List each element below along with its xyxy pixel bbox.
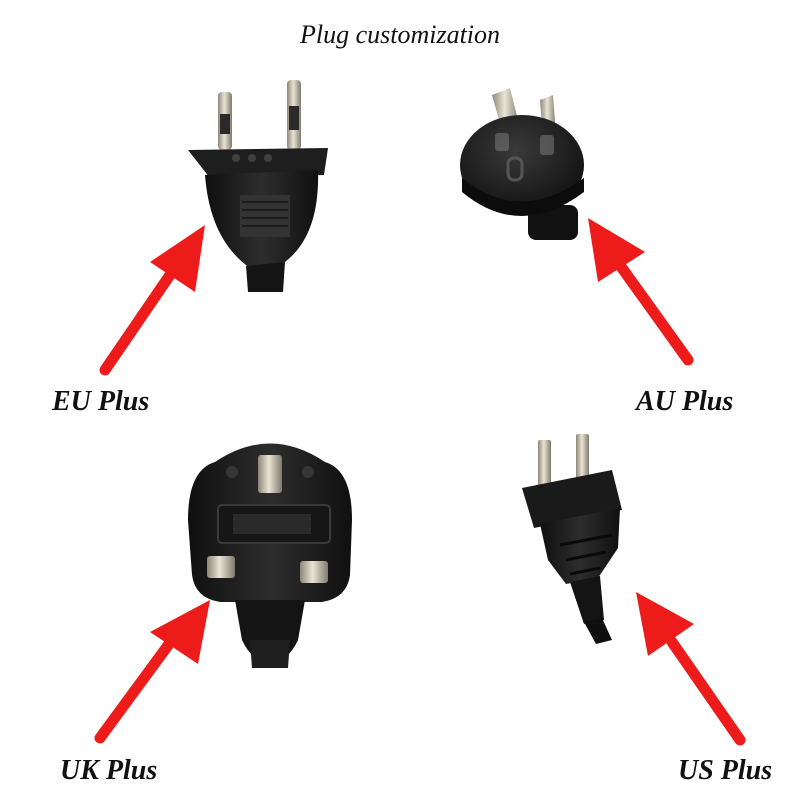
au-arrow-icon — [588, 218, 694, 366]
uk-arrow-icon — [94, 600, 210, 744]
us-plug-label: US Plus — [678, 755, 773, 786]
uk-plug-label: UK Plus — [60, 755, 158, 786]
us-arrow-icon — [636, 592, 746, 746]
eu-arrow-icon — [99, 225, 205, 376]
eu-plug-label: EU Plus — [52, 386, 150, 417]
us-plug-icon — [522, 434, 622, 644]
au-plug-label: AU Plus — [636, 386, 734, 417]
au-plug-icon — [460, 88, 584, 240]
page-title: Plug customization — [299, 20, 501, 49]
eu-plug-icon — [188, 80, 328, 292]
uk-plug-icon — [188, 443, 352, 668]
